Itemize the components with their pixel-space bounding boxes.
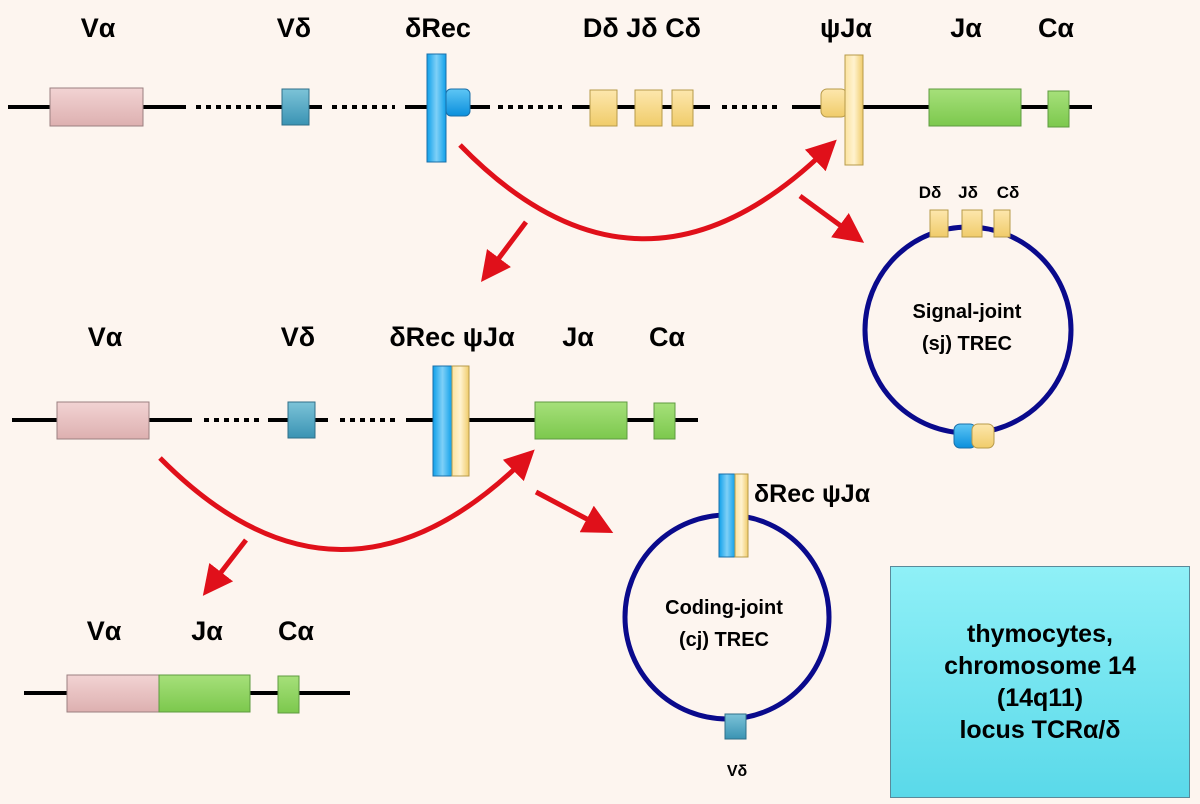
row3-j-alpha-segment [158, 674, 251, 713]
signal-trec-psi-j-alpha-rss [971, 423, 995, 449]
row2-j-alpha-label: Jα [562, 322, 594, 352]
row2-c-alpha-label: Cα [649, 322, 685, 352]
row2-v-delta-segment [287, 401, 316, 439]
signal-trec-d-delta-segment [929, 209, 949, 238]
signal-joint-trec [862, 209, 1074, 449]
row2-delta-rec-segment [432, 365, 453, 477]
signal-trec-c-delta-label: Cδ [997, 183, 1020, 202]
row3-c-alpha-segment [277, 675, 300, 714]
row1-locus [8, 53, 1092, 166]
row1-v-alpha-segment [49, 87, 144, 127]
coding-trec-label-line2: (cj) TREC [679, 629, 769, 651]
row2-v-alpha-label: Vα [88, 322, 123, 352]
row1-v-alpha-label: Vα [81, 13, 116, 43]
signal-trec-label-line1: Signal-joint [913, 301, 1022, 323]
locus-info-box: thymocytes, chromosome 14 (14q11) locus … [890, 566, 1190, 798]
coding-trec-v-delta-label: Vδ [727, 763, 748, 780]
arrow-to-coding-trec [534, 489, 614, 534]
signal-trec-label-line2: (sj) TREC [922, 333, 1012, 355]
row3-v-alpha-segment [66, 674, 160, 713]
row1-psi-j-alpha-rss [820, 88, 848, 118]
arc-arrow-1 [458, 139, 837, 242]
info-line-1: thymocytes, [967, 620, 1113, 648]
row2-j-alpha-segment [534, 401, 628, 440]
row1-d-delta-segment [589, 89, 618, 127]
signal-trec-circle [862, 224, 1074, 436]
row1-delta-rec-segment [426, 53, 447, 163]
signal-trec-d-delta-label: Dδ [919, 183, 942, 202]
row3-locus [24, 674, 350, 714]
coding-trec-delta-rec-segment [718, 473, 736, 558]
row1-delta-rec-rss [445, 88, 471, 117]
arrow-to-signal-trec [798, 193, 865, 243]
info-line-2: chromosome 14 [944, 652, 1136, 680]
coding-joint-trec [622, 473, 832, 740]
row1-psi-j-alpha-segment [844, 54, 864, 166]
row2-locus [12, 365, 698, 477]
arrow-to-row3 [202, 538, 248, 596]
coding-trec-label-line1: Coding-joint [665, 597, 783, 619]
info-line-4: locus TCRα/δ [959, 716, 1121, 744]
coding-trec-v-delta-segment [724, 713, 747, 740]
row1-psi-j-alpha-label: ψJα [820, 13, 872, 43]
row2-c-alpha-segment [653, 402, 676, 440]
coding-trec-rec-psi-label: δRec ψJα [754, 480, 871, 508]
row3-j-alpha-label: Jα [191, 616, 223, 646]
row1-c-alpha-label: Cα [1038, 13, 1074, 43]
row1-v-delta-segment [281, 88, 310, 126]
row2-v-delta-label: Vδ [281, 322, 315, 352]
row1-delta-rec-label: δRec [405, 13, 471, 43]
row2-rec-psi-label: δRec ψJα [389, 322, 515, 352]
row2-psi-j-alpha-segment [451, 365, 470, 477]
recombination-arrows-1 [458, 139, 865, 282]
coding-trec-psi-j-alpha-segment [734, 473, 749, 558]
signal-trec-j-delta-label: Jδ [958, 183, 978, 202]
info-line-3: (14q11) [996, 684, 1084, 712]
arc-arrow-2 [158, 449, 535, 552]
row1-v-delta-label: Vδ [277, 13, 311, 43]
row2-v-alpha-segment [56, 401, 150, 440]
row1-d-j-c-delta-label: Dδ Jδ Cδ [583, 13, 701, 43]
row1-c-alpha-segment [1047, 90, 1070, 128]
row1-c-delta-segment [671, 89, 694, 127]
recombination-arrows-2 [158, 449, 614, 596]
row1-j-alpha-segment [928, 88, 1022, 127]
row1-j-delta-segment [634, 89, 663, 127]
row1-j-alpha-label: Jα [950, 13, 982, 43]
signal-trec-j-delta-segment [961, 209, 983, 238]
signal-trec-c-delta-segment [993, 209, 1011, 238]
row3-v-alpha-label: Vα [87, 616, 122, 646]
arrow-to-row2 [481, 220, 528, 282]
row3-c-alpha-label: Cα [278, 616, 314, 646]
